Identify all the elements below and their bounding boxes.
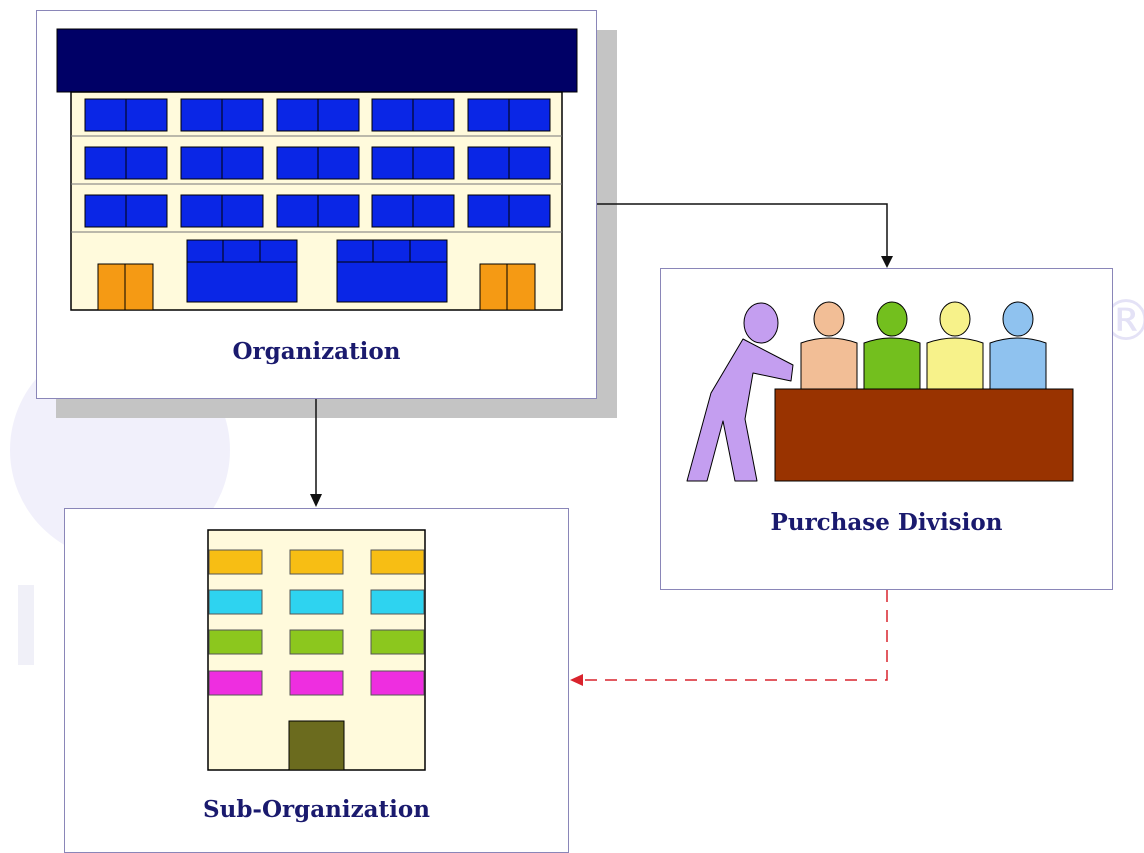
sub-organization-label: Sub-Organization [203, 796, 430, 823]
window-2-2 [180, 146, 264, 180]
seated-person-3 [926, 301, 984, 392]
window-1-1 [84, 98, 168, 132]
window-3-4 [371, 194, 455, 228]
seated-person-2 [863, 301, 921, 392]
small-window-3-1 [208, 629, 263, 655]
seated-person-1 [800, 301, 858, 392]
small-window-3-2 [289, 629, 344, 655]
window-2-5 [467, 146, 551, 180]
window-3-1 [84, 194, 168, 228]
small-window-3-3 [370, 629, 425, 655]
small-window-2-1 [208, 589, 263, 615]
standing-person [686, 302, 794, 482]
seated-person-4 [989, 301, 1047, 392]
small-window-2-2 [289, 589, 344, 615]
purchase-team-icon [686, 301, 1074, 482]
window-1-3 [276, 98, 360, 132]
lobby-window-right [336, 239, 448, 303]
small-window-2-3 [370, 589, 425, 615]
organization-label: Organization [232, 338, 401, 365]
window-3-5 [467, 194, 551, 228]
organization-node[interactable]: Organization [36, 10, 597, 399]
small-window-1-1 [208, 549, 263, 575]
building-windows [84, 98, 551, 228]
office-building-icon [56, 28, 578, 311]
watermark-bar [18, 585, 34, 665]
small-window-1-2 [289, 549, 344, 575]
door-right [479, 263, 536, 311]
window-2-4 [371, 146, 455, 180]
small-building-icon [207, 529, 426, 771]
purchase-division-label: Purchase Division [770, 509, 1003, 536]
sub-organization-node[interactable]: Sub-Organization [64, 508, 569, 853]
meeting-table [774, 388, 1074, 482]
window-3-3 [276, 194, 360, 228]
door-left [97, 263, 154, 311]
window-1-2 [180, 98, 264, 132]
building-roof [56, 28, 578, 93]
small-window-4-1 [208, 670, 263, 696]
window-1-4 [371, 98, 455, 132]
small-window-1-3 [370, 549, 425, 575]
window-2-1 [84, 146, 168, 180]
lobby-window-left [186, 239, 298, 303]
window-1-5 [467, 98, 551, 132]
purchase-division-node[interactable]: Purchase Division [660, 268, 1113, 590]
small-window-4-2 [289, 670, 344, 696]
window-3-2 [180, 194, 264, 228]
small-window-4-3 [370, 670, 425, 696]
small-building-windows [208, 549, 425, 696]
small-building-door [288, 720, 345, 771]
window-2-3 [276, 146, 360, 180]
